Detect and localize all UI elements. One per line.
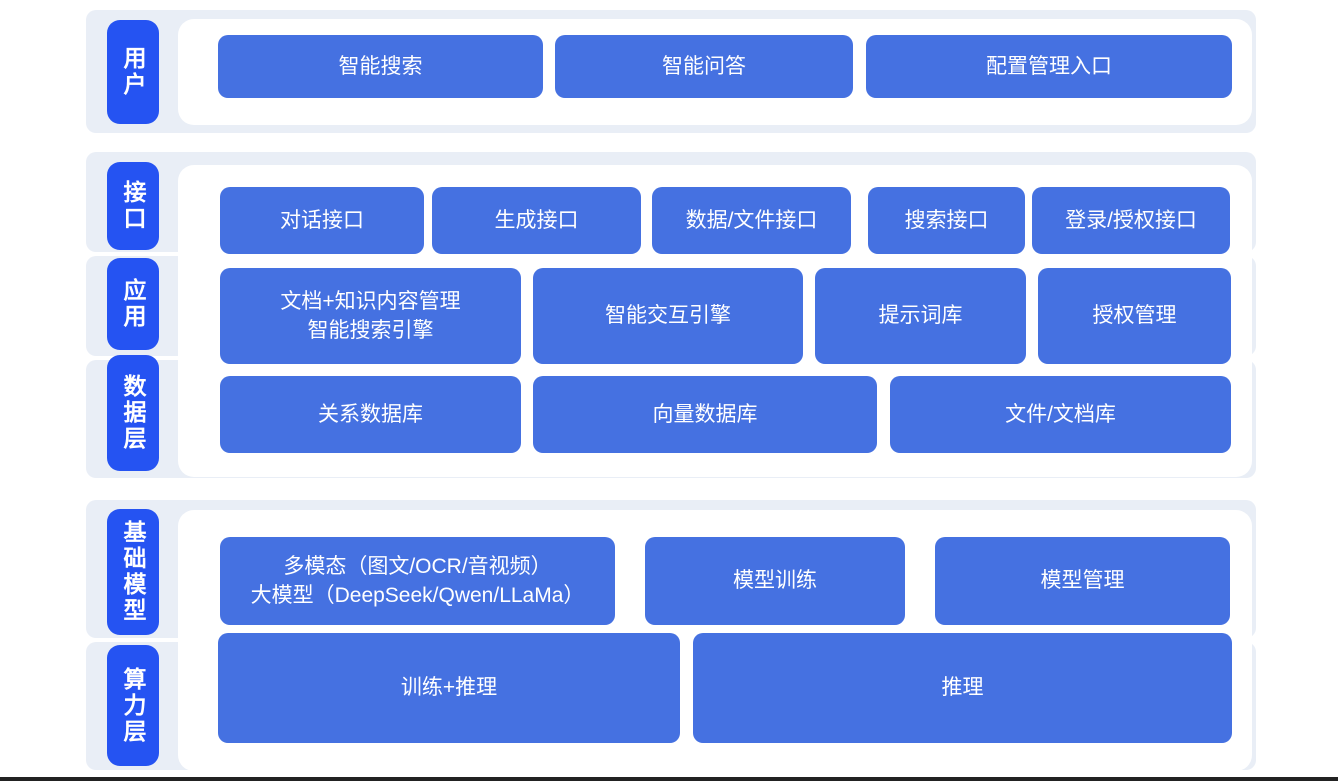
block-dialog-api: 对话接口 [220, 187, 424, 254]
layer-label-foundation: 基础模型 [107, 509, 159, 635]
layer-label-interface: 接口 [107, 162, 159, 250]
layer-label-application: 应用 [107, 258, 159, 350]
block-smart-qa: 智能问答 [555, 35, 853, 98]
block-multimodal-llm: 多模态（图文/OCR/音视频） 大模型（DeepSeek/Qwen/LLaMa） [220, 537, 615, 625]
block-model-training: 模型训练 [645, 537, 905, 625]
block-prompt-library: 提示词库 [815, 268, 1026, 364]
block-data-file-api: 数据/文件接口 [652, 187, 851, 254]
block-relational-db: 关系数据库 [220, 376, 521, 453]
block-vector-db: 向量数据库 [533, 376, 877, 453]
block-config-entry: 配置管理入口 [866, 35, 1232, 98]
layer-label-data: 数据层 [107, 355, 159, 471]
layer-label-user: 用户 [107, 20, 159, 124]
block-generate-api: 生成接口 [432, 187, 641, 254]
block-inference: 推理 [693, 633, 1232, 743]
block-smart-search: 智能搜索 [218, 35, 543, 98]
block-login-auth-api: 登录/授权接口 [1032, 187, 1230, 254]
block-auth-mgmt: 授权管理 [1038, 268, 1231, 364]
block-search-api: 搜索接口 [868, 187, 1025, 254]
block-model-mgmt: 模型管理 [935, 537, 1230, 625]
block-file-doc-store: 文件/文档库 [890, 376, 1231, 453]
layer-label-compute: 算力层 [107, 645, 159, 766]
bottom-border-line [0, 777, 1338, 781]
block-doc-knowledge-search-engine: 文档+知识内容管理 智能搜索引擎 [220, 268, 521, 364]
block-interaction-engine: 智能交互引擎 [533, 268, 803, 364]
block-training-inference: 训练+推理 [218, 633, 680, 743]
